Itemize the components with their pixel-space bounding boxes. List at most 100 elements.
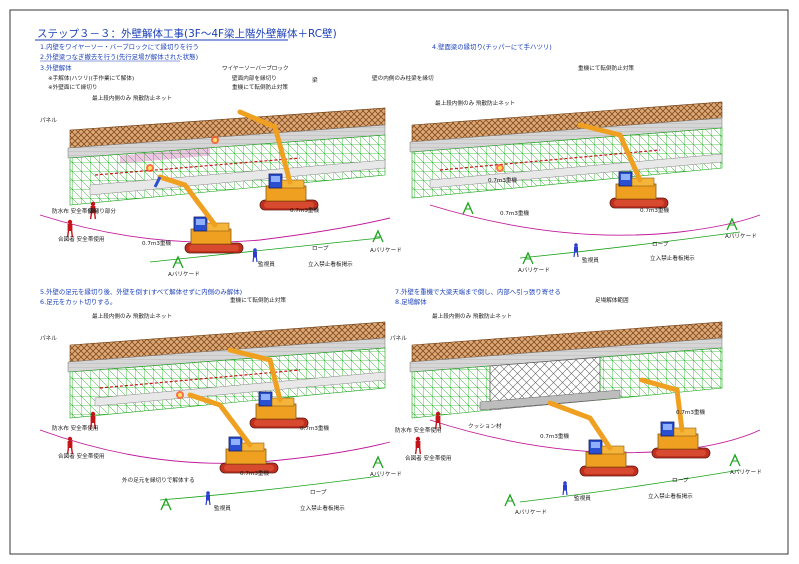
label-machine: 0.7m3重機 [240,469,269,477]
perimeter-rope [429,204,761,236]
sheet-title: ステップ３－３：外壁解体工事(3F～4F梁上階外壁解体＋RC壁) [35,27,337,41]
perimeter-rope [429,419,761,454]
label-watchman: 監視員 [574,494,591,502]
excavator-a [547,400,639,477]
step-note: 3.外壁解体 [40,63,72,72]
label-panel: パネル [40,335,57,342]
barricade [372,456,384,469]
cutting-spark [496,164,504,172]
excavator-b [639,377,711,459]
worker-guide [66,436,74,455]
label-machine: 0.7m3重機 [676,408,705,416]
watchman [562,480,568,496]
wire-saw-spark [211,136,219,144]
label-barricade: Aバリケード [518,267,550,274]
scaffold [411,365,491,419]
floor-slab [429,153,723,189]
label-guide: 合図者 安全帯使用 [405,454,452,462]
label-rope: ロープ [672,477,689,484]
label-barricade: Aバリケード [168,271,200,278]
step-note: 2.外壁梁つなぎ撤去を行う(先行足場が解体された状態) [40,52,198,61]
barricade [160,498,172,511]
watchman [252,247,258,263]
wall-section [120,147,210,164]
worker-guide [66,219,74,238]
fence-line [519,469,741,503]
label-wire-saw: ワイヤーソーバーブロック [222,64,289,72]
label-barricade: Aバリケード [370,471,402,478]
label-no-entry: 立入禁止看板掲示 [308,260,353,268]
step-note: ※手解体(ハツリ)(手作業にて解体) [48,74,134,82]
label-cut-edge: 縁切り部分 [88,207,116,215]
watchman [573,242,579,258]
label-waterproof: 防水布 安全帯使用 [52,207,99,215]
label: 重機にて転倒防止対策 [232,83,288,91]
step-note: 8.足場解体 [395,297,427,306]
sheet-border [9,9,789,555]
label-panel: パネル [390,335,407,342]
label-inner-frame: 壁の内側のみ柱梁を縁切 [372,74,434,82]
label-barricade: Aバリケード [515,509,547,516]
panel-step-2: 4.壁面梁の縁切り(チッパーにて手ハツリ) 壁の内側のみ柱梁を縁切 重機にて転倒… [372,42,761,274]
cushion-material [479,389,621,411]
label-no-entry: 立入禁止看板掲示 [648,492,693,500]
excavator-b [227,347,309,429]
worker-waterproof [434,411,442,430]
label-net: 最上段内側のみ 飛散防止ネット [92,94,172,102]
panel-step-1: 1.内壁をワイヤーソー・バーブロックにて縁切りを行う 2.外壁梁つなぎ撤去を行う… [39,42,402,278]
label-rope: ロープ [312,245,329,252]
cut-line [94,157,301,176]
barricade [462,202,474,215]
step-note: 5.外壁の足元を縁切り後、外壁を倒す(すべて解体せずに内側のみ解体) [40,287,242,296]
label-watchman: 監視員 [258,260,275,268]
step-note: 4.壁面梁の縁切り(チッパーにて手ハツリ) [432,42,552,51]
cutting-spark [146,164,154,172]
label-barricade: Aバリケード [370,247,402,254]
label-machine: 0.7m3重機 [142,239,171,247]
floor-slab [94,371,386,407]
label-no-entry: 立入禁止看板掲示 [300,504,345,512]
step-note: 7.外壁を重機で大梁天端まで倒し、内部へ引っ張り寄せる [395,287,561,296]
label-foot-cut: 外の足元を縁切りで解体する [122,476,195,484]
label-beam: 梁 [312,76,318,84]
label: 0.7m3重機 [488,176,517,184]
step-note: 6.足元をカット切りする。 [40,298,116,306]
scaffold [599,347,723,401]
label-machine: 0.7m3重機 [540,432,569,440]
fence-line [149,237,381,263]
cut-line [99,369,301,389]
label-machine: 0.7m3重機 [640,206,669,214]
label-rope: ロープ [652,241,669,248]
barricade [522,252,534,265]
watchman [205,490,211,506]
excavator-small [153,174,244,254]
label-rope: ロープ [310,489,327,496]
label-machine: 0.7m3重機 [290,206,319,214]
barricade [504,494,516,507]
panel-step-4: 7.外壁を重機で大梁天端まで倒し、内部へ引っ張り寄せる 8.足場解体 足場解体範… [390,287,762,516]
label-guide: 合図者 安全帯使用 [58,452,105,460]
label-barricade: Aバリケード [725,233,757,240]
label-guide: 合図者 安全帯使用 [58,235,105,243]
label-no-entry: 立入禁止看板掲示 [650,254,695,262]
label-waterproof: 防水布 安全帯使用 [52,424,99,432]
label: 重機にて転倒防止対策 [578,64,634,72]
label-scaffold-removed: 足場解体範囲 [595,296,629,304]
label-net: 最上段内側のみ 飛散防止ネット [435,99,515,107]
step-note: ※外壁面にて縁切り [48,83,97,91]
label-machine: 0.7m3重機 [300,424,329,432]
panel-step-3: 5.外壁の足元を縁切り後、外壁を倒す(すべて解体せずに内側のみ解体) 6.足元を… [39,287,402,512]
svg-text:ステップ３－３：外壁解体工事(3F～4F梁上階外壁解体＋RC: ステップ３－３：外壁解体工事(3F～4F梁上階外壁解体＋RC壁) [37,27,337,40]
label-cushion: クッション材 [468,422,502,430]
perimeter-rope [39,214,391,243]
label-barricade: Aバリケード [730,469,762,476]
barricade [729,454,741,467]
label: 重機にて転倒防止対策 [230,296,286,304]
label-watchman: 監視員 [582,256,599,264]
label: 壁面内部を縁切り [232,74,277,82]
fence-line [519,231,741,259]
step-note: 1.内壁をワイヤーソー・バーブロックにて縁切りを行う [40,42,199,51]
label-watchman: 監視員 [214,504,231,512]
worker-guide [414,436,422,455]
